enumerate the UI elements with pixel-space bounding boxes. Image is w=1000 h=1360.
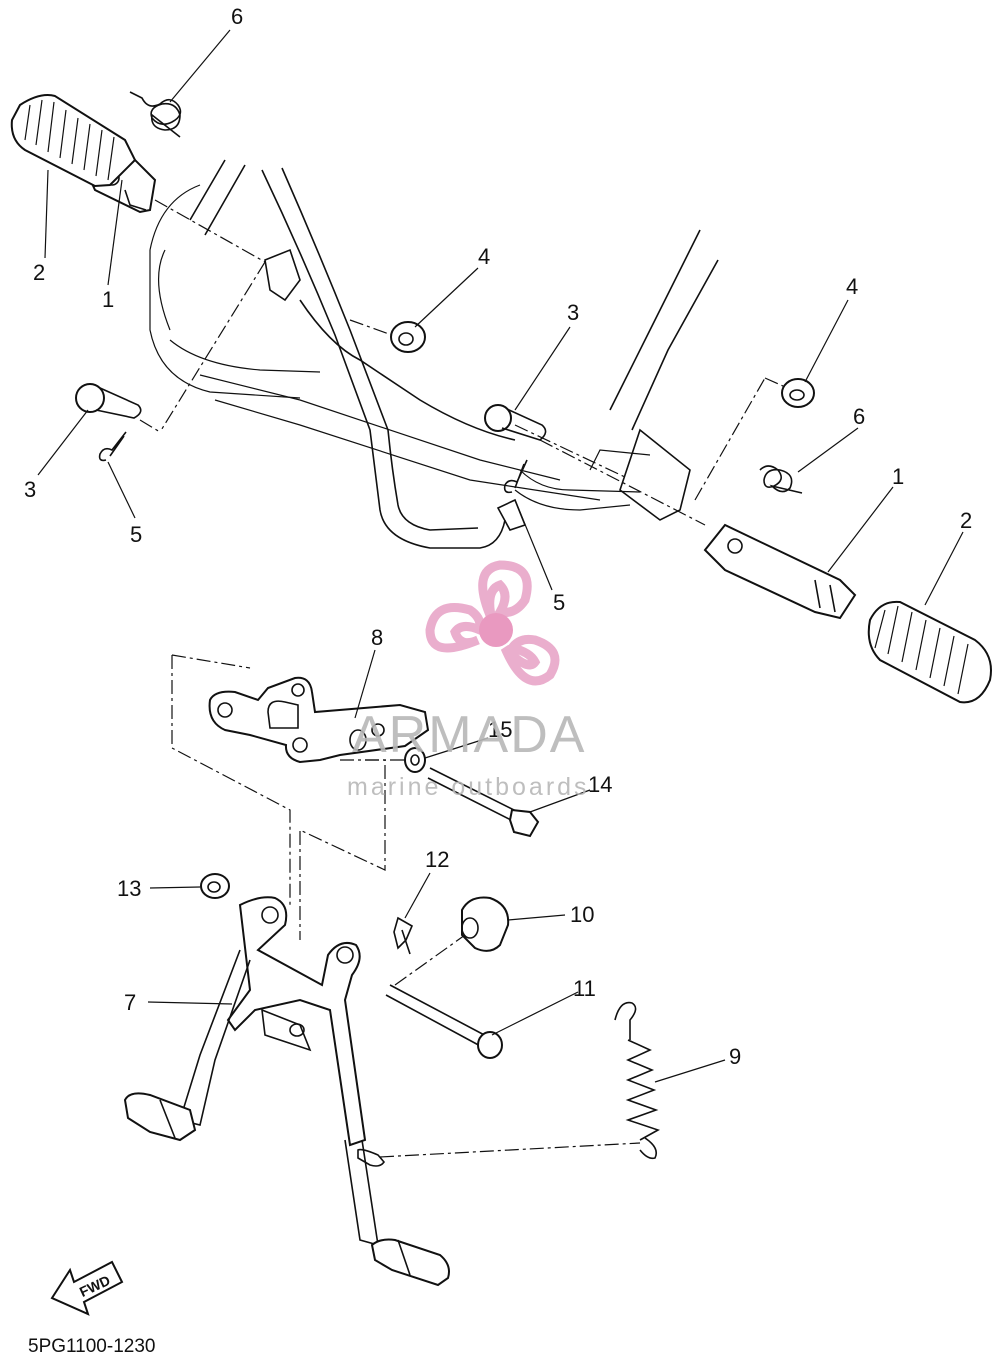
spring-right bbox=[759, 465, 803, 494]
callout-3: 3 bbox=[567, 300, 579, 325]
callout-labels: 6 2 1 4 3 3 5 4 6 1 2 5 8 15 14 12 13 10… bbox=[24, 4, 972, 1069]
spring-9 bbox=[614, 1001, 660, 1160]
pin-left bbox=[75, 383, 142, 419]
callout-7: 7 bbox=[124, 990, 136, 1015]
callout-9: 9 bbox=[729, 1044, 741, 1069]
callout-5: 5 bbox=[553, 590, 565, 615]
callout-1: 1 bbox=[102, 287, 114, 312]
part-code: 5PG1100-1230 bbox=[28, 1336, 155, 1357]
callout-8: 8 bbox=[371, 625, 383, 650]
callout-6: 6 bbox=[231, 4, 243, 29]
clip-12 bbox=[393, 916, 414, 955]
callout-3: 3 bbox=[24, 477, 36, 502]
footrest-right bbox=[703, 523, 857, 620]
footrest-rubber-right bbox=[867, 600, 992, 704]
callout-11: 11 bbox=[573, 976, 596, 1001]
pin-right bbox=[484, 404, 547, 441]
washer-upper bbox=[390, 321, 426, 353]
assembly-lines bbox=[139, 199, 793, 1158]
leader-lines bbox=[37, 29, 964, 1083]
callout-6: 6 bbox=[853, 404, 865, 429]
spring-upper bbox=[129, 91, 182, 138]
main-stand bbox=[123, 896, 450, 1287]
watermark-tagline: marine outboards bbox=[347, 773, 590, 801]
callout-14: 14 bbox=[588, 772, 612, 797]
callout-10: 10 bbox=[570, 902, 594, 927]
callout-4: 4 bbox=[846, 274, 858, 299]
washer-15 bbox=[404, 747, 426, 773]
callout-13: 13 bbox=[117, 876, 141, 901]
callout-1: 1 bbox=[892, 464, 904, 489]
washer-13 bbox=[200, 873, 230, 899]
callout-2: 2 bbox=[33, 260, 45, 285]
watermark-brand: ARMADA bbox=[352, 706, 586, 764]
propeller-logo-icon bbox=[425, 560, 560, 686]
callout-4: 4 bbox=[478, 244, 490, 269]
stand-bracket bbox=[208, 676, 430, 764]
footrest-rubber-left bbox=[10, 94, 137, 188]
callout-15: 15 bbox=[488, 717, 512, 742]
callout-2: 2 bbox=[960, 508, 972, 533]
washer-right bbox=[781, 378, 815, 408]
frame-outline bbox=[149, 159, 719, 549]
armada-watermark: ARMADA marine outboards bbox=[347, 560, 590, 801]
callout-12: 12 bbox=[425, 847, 449, 872]
pin-11 bbox=[385, 984, 503, 1059]
forward-arrow-icon: FWD bbox=[50, 1260, 124, 1316]
bolt-14 bbox=[427, 767, 540, 838]
callout-5: 5 bbox=[130, 522, 142, 547]
cotter-pin-left bbox=[98, 431, 127, 462]
cotter-pin-right bbox=[503, 459, 528, 494]
bushing-10 bbox=[461, 896, 510, 952]
